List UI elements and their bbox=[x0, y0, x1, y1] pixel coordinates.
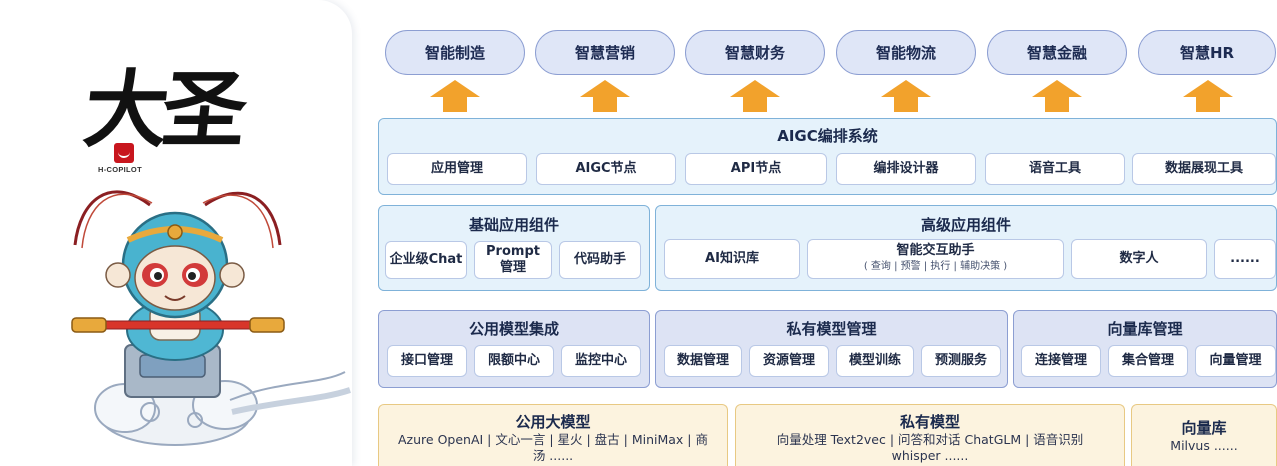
vector-db-management-panel: 向量库管理 连接管理 集合管理 向量管理 bbox=[1013, 310, 1277, 388]
up-arrow-icon bbox=[580, 80, 630, 112]
vector-db-desc: Milvus ...... bbox=[1170, 438, 1238, 453]
advanced-item-more: ...... bbox=[1214, 239, 1276, 279]
private-models-title: 私有模型 bbox=[899, 413, 960, 431]
public-llm-desc-line2: 汤 ...... bbox=[532, 448, 574, 463]
private-models-panel: 私有模型 向量处理 Text2vec | 问答和对话 ChatGLM | 语音识… bbox=[735, 404, 1125, 466]
public-llm-title: 公用大模型 bbox=[515, 413, 591, 431]
scenario-smart-logistics: 智能物流 bbox=[836, 30, 976, 75]
aigc-item-data-visualization-tools: 数据展现工具 bbox=[1132, 153, 1276, 185]
monkey-king-mascot-illustration bbox=[71, 190, 351, 446]
private-item-model-training: 模型训练 bbox=[836, 345, 914, 377]
public-item-quota-center: 限额中心 bbox=[474, 345, 554, 377]
brand-panel: 大圣 H-COPILOT bbox=[0, 0, 352, 466]
smart-assistant-label: 智能交互助手 bbox=[896, 243, 975, 258]
private-item-data-management: 数据管理 bbox=[664, 345, 742, 377]
aigc-orchestration-title: AIGC编排系统 bbox=[777, 127, 878, 145]
public-llm-panel: 公用大模型 Azure OpenAI | 文心一言 | 星火 | 盘古 | Mi… bbox=[378, 404, 728, 466]
vector-db-panel: 向量库 Milvus ...... bbox=[1131, 404, 1277, 466]
private-item-resource-management: 资源管理 bbox=[749, 345, 829, 377]
up-arrow-icon bbox=[1032, 80, 1082, 112]
public-model-integration-title: 公用模型集成 bbox=[468, 320, 559, 338]
scenario-smart-finance: 智慧财务 bbox=[685, 30, 825, 75]
up-arrow-icon bbox=[430, 80, 480, 112]
scenario-smart-hr: 智慧HR bbox=[1138, 30, 1276, 75]
private-models-desc-line1: 向量处理 Text2vec | 问答和对话 ChatGLM | 语音识别 bbox=[776, 432, 1084, 447]
scenario-smart-banking: 智慧金融 bbox=[987, 30, 1127, 75]
up-arrow-icon bbox=[881, 80, 931, 112]
private-model-management-panel: 私有模型管理 数据管理 资源管理 模型训练 预测服务 bbox=[655, 310, 1008, 388]
brand-product-name: H-COPILOT bbox=[98, 165, 142, 174]
advanced-components-title: 高级应用组件 bbox=[920, 216, 1011, 234]
advanced-item-ai-knowledge-base: AI知识库 bbox=[664, 239, 800, 279]
public-llm-desc-line1: Azure OpenAI | 文心一言 | 星火 | 盘古 | MiniMax … bbox=[398, 432, 708, 447]
advanced-components-panel: 高级应用组件 AI知识库 智能交互助手 ( 查询 | 预警 | 执行 | 辅助决… bbox=[655, 205, 1277, 291]
basic-item-code-assistant: 代码助手 bbox=[559, 241, 641, 279]
aigc-item-orchestration-designer: 编排设计器 bbox=[836, 153, 976, 185]
basic-item-enterprise-chat: 企业级Chat bbox=[385, 241, 467, 279]
vector-item-vector-management: 向量管理 bbox=[1195, 345, 1276, 377]
up-arrow-icon bbox=[1183, 80, 1233, 112]
aigc-orchestration-panel: AIGC编排系统 应用管理 AIGC节点 API节点 编排设计器 语音工具 数据… bbox=[378, 118, 1277, 195]
scenario-smart-manufacturing: 智能制造 bbox=[385, 30, 525, 75]
public-item-api-management: 接口管理 bbox=[387, 345, 467, 377]
basic-item-prompt-management: Prompt管理 bbox=[474, 241, 552, 279]
advanced-item-digital-human: 数字人 bbox=[1071, 239, 1207, 279]
up-arrow-icon bbox=[730, 80, 780, 112]
private-item-prediction-service: 预测服务 bbox=[921, 345, 1001, 377]
private-models-desc-line2: whisper ...... bbox=[891, 448, 969, 463]
vector-item-collection-management: 集合管理 bbox=[1108, 345, 1188, 377]
aigc-item-aigc-node: AIGC节点 bbox=[536, 153, 676, 185]
aigc-item-voice-tools: 语音工具 bbox=[985, 153, 1125, 185]
basic-components-panel: 基础应用组件 企业级Chat Prompt管理 代码助手 bbox=[378, 205, 650, 291]
smart-assistant-sublabel: ( 查询 | 预警 | 执行 | 辅助决策 ) bbox=[863, 261, 1008, 272]
vector-db-management-title: 向量库管理 bbox=[1107, 320, 1183, 338]
brand-seal-icon bbox=[114, 143, 134, 163]
public-item-monitoring-center: 监控中心 bbox=[561, 345, 641, 377]
aigc-item-api-node: API节点 bbox=[685, 153, 827, 185]
aigc-item-app-management: 应用管理 bbox=[387, 153, 527, 185]
vector-db-title: 向量库 bbox=[1181, 419, 1227, 437]
vector-item-connection-management: 连接管理 bbox=[1021, 345, 1101, 377]
advanced-item-smart-assistant: 智能交互助手 ( 查询 | 预警 | 执行 | 辅助决策 ) bbox=[807, 239, 1064, 279]
basic-components-title: 基础应用组件 bbox=[468, 216, 559, 234]
scenario-smart-marketing: 智慧营销 bbox=[535, 30, 675, 75]
private-model-management-title: 私有模型管理 bbox=[786, 320, 877, 338]
brand-logo-text: 大圣 bbox=[79, 60, 246, 159]
public-model-integration-panel: 公用模型集成 接口管理 限额中心 监控中心 bbox=[378, 310, 650, 388]
